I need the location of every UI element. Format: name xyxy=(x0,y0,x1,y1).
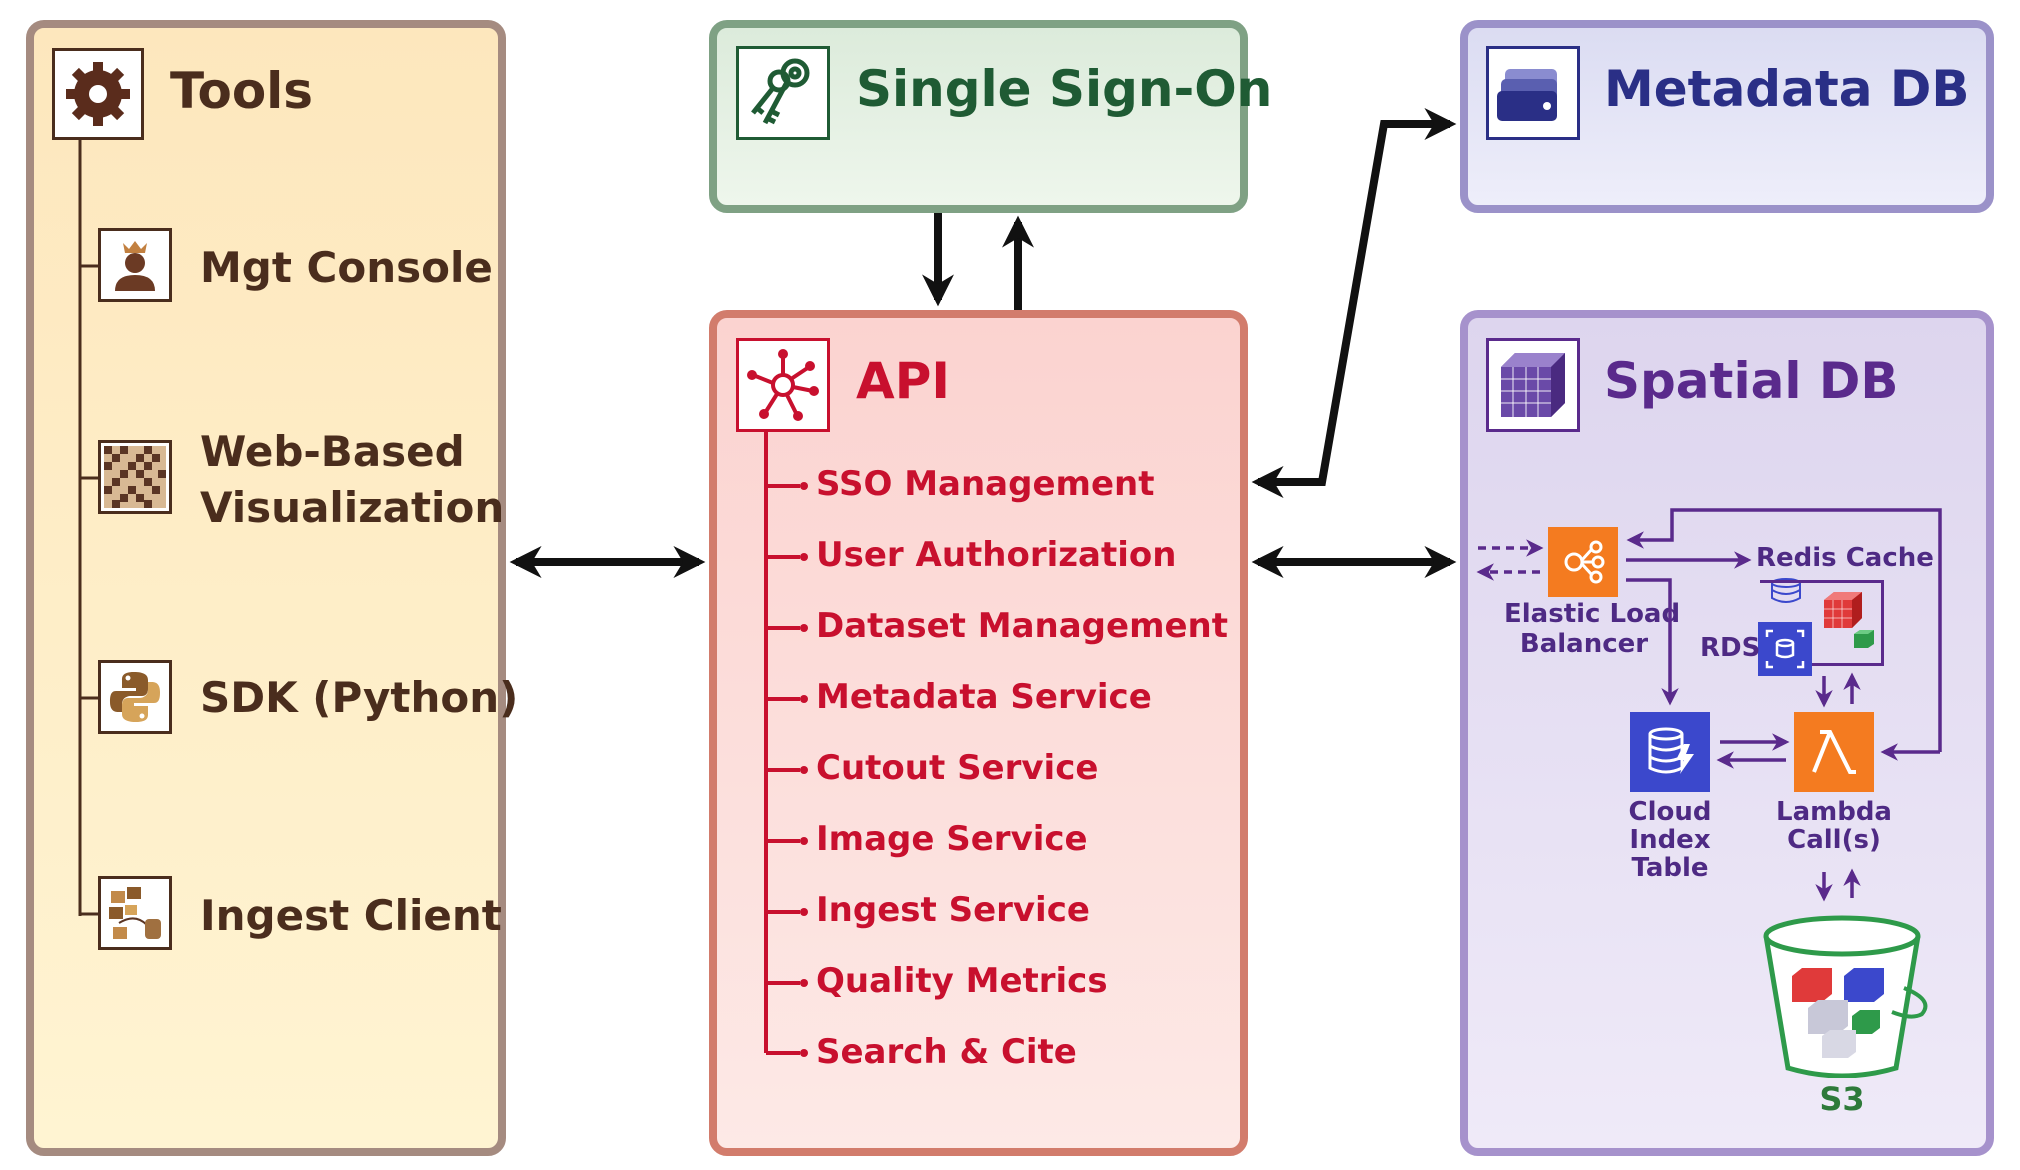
tool-web-visualization-label-line2[interactable]: Visualization xyxy=(200,483,505,532)
rds-label: RDS xyxy=(1700,633,1761,663)
api-item-user-authorization[interactable]: User Authorization xyxy=(816,535,1177,575)
api-item-quality-metrics[interactable]: Quality Metrics xyxy=(816,961,1108,1001)
api-item-cutout-service[interactable]: Cutout Service xyxy=(816,748,1099,788)
visualization-grid-icon xyxy=(98,440,172,514)
tool-ingest-client-label[interactable]: Ingest Client xyxy=(200,891,502,940)
s3-label: S3 xyxy=(1819,1080,1865,1118)
api-item-ingest-service[interactable]: Ingest Service xyxy=(816,890,1090,930)
redis-cache-label: Redis Cache xyxy=(1756,543,1934,573)
tool-mgt-console-label[interactable]: Mgt Console xyxy=(200,243,493,292)
lambda-icon[interactable] xyxy=(1794,712,1874,792)
python-icon xyxy=(98,660,172,734)
tools-tree-lines xyxy=(78,140,98,916)
api-title: API xyxy=(856,352,950,410)
api-item-metadata-service[interactable]: Metadata Service xyxy=(816,677,1152,717)
green-cube-icon xyxy=(1852,628,1876,654)
elb-label-line2: Balancer xyxy=(1519,629,1649,659)
cloud-index-table-icon[interactable] xyxy=(1630,712,1710,792)
api-item-dataset-management[interactable]: Dataset Management xyxy=(816,606,1229,646)
lambda-label-line2: Call(s) xyxy=(1787,825,1881,855)
api-item-search-cite[interactable]: Search & Cite xyxy=(816,1032,1077,1072)
admin-user-icon xyxy=(98,228,172,302)
cloud-index-label-line3: Table xyxy=(1631,853,1709,883)
cloud-index-label-line2: Index xyxy=(1629,825,1711,855)
tools-panel xyxy=(26,20,506,1156)
cube-grid-icon xyxy=(1486,338,1580,432)
network-hub-icon xyxy=(736,338,830,432)
api-item-image-service[interactable]: Image Service xyxy=(816,819,1088,859)
metadata-db-title: Metadata DB xyxy=(1604,60,1970,118)
keys-icon xyxy=(736,46,830,140)
tool-sdk-python-label[interactable]: SDK (Python) xyxy=(200,673,519,722)
api-item-sso-management[interactable]: SSO Management xyxy=(816,464,1155,504)
redis-database-icon xyxy=(1768,578,1804,606)
rds-bracket xyxy=(1760,580,1884,666)
api-tree-lines xyxy=(764,432,800,1055)
tags-icon xyxy=(1486,46,1580,140)
red-cube-icon xyxy=(1820,590,1864,634)
cloud-index-label-line1: Cloud xyxy=(1628,797,1712,827)
elb-label-line1: Elastic Load xyxy=(1504,599,1681,629)
spatial-db-title: Spatial DB xyxy=(1604,352,1899,410)
tool-web-visualization-label-line1[interactable]: Web-Based xyxy=(200,427,465,476)
tools-title: Tools xyxy=(170,62,314,120)
elastic-load-balancer-icon[interactable] xyxy=(1548,527,1618,597)
api-metadata-arrow xyxy=(1251,108,1457,498)
rds-icon[interactable] xyxy=(1758,622,1812,676)
gear-icon xyxy=(52,48,144,140)
lambda-label-line1: Lambda xyxy=(1776,797,1892,827)
sso-title: Single Sign-On xyxy=(856,60,1273,118)
s3-bucket-icon[interactable] xyxy=(1752,908,1932,1079)
api-panel xyxy=(709,310,1248,1156)
ingest-cubes-icon xyxy=(98,876,172,950)
